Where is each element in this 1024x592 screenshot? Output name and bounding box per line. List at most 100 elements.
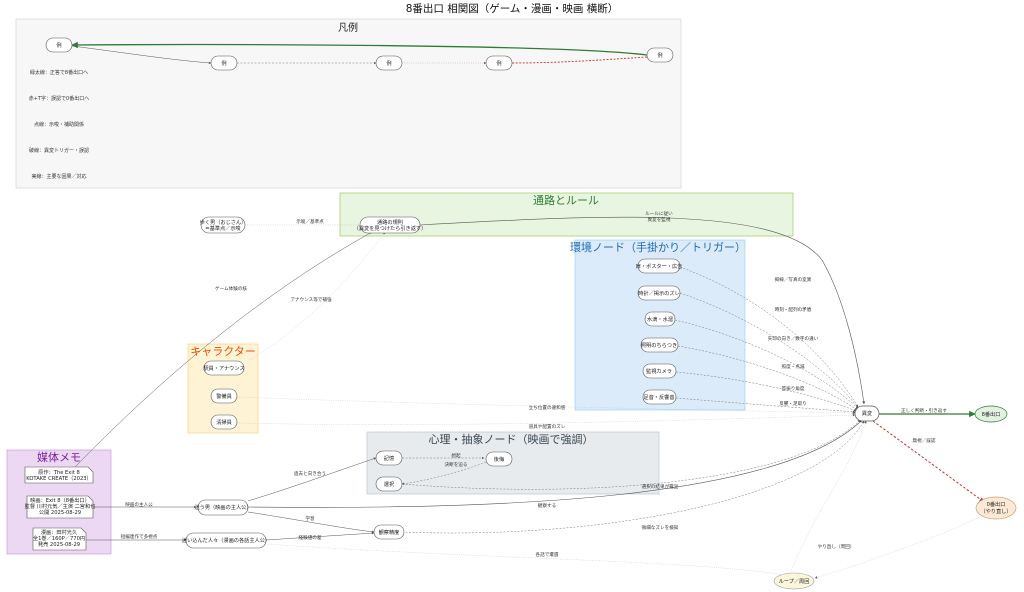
cluster-psychology-title: 心理・抽象ノード（映画で強調）	[429, 432, 594, 446]
legend-sample-node: 例	[210, 55, 238, 71]
edge-drip-anomaly	[674, 319, 859, 410]
node-anomaly[interactable]: 異変	[854, 405, 880, 422]
node-poster[interactable]: 扉・ポスター・広告	[636, 258, 683, 274]
edge-label: 照度・点滅	[782, 363, 805, 370]
node-exit8[interactable]: 8番出口	[974, 405, 1008, 423]
node-loop[interactable]: ループ／周回	[773, 572, 815, 590]
svg-text:警備員: 警備員	[216, 392, 232, 400]
legend-sample-node: 例	[375, 55, 403, 71]
edge-label: ルールに従い	[645, 210, 673, 217]
edge-label: 立ち位置の違和感	[529, 404, 566, 411]
edge-light-anomaly	[677, 345, 858, 411]
edge-label: 決断を迫る	[445, 461, 468, 468]
edge-label: 正しく判断・引き返す	[901, 407, 947, 414]
edge-label: アナウンス等で補強	[290, 296, 332, 303]
edge-label: 過去と向き合う	[294, 470, 326, 477]
svg-text:8番出口: 8番出口	[982, 410, 1001, 418]
edge-guard-anomaly	[236, 396, 856, 415]
svg-text:全1巻／160P／770円: 全1巻／160P／770円	[33, 534, 85, 542]
node-memory[interactable]: 記憶	[375, 450, 403, 466]
edge-poster-anomaly	[679, 266, 859, 408]
legend-sample-node: 例	[45, 37, 73, 53]
node-station-staff[interactable]: 駅員・アナウンス	[203, 360, 245, 376]
svg-text:例: 例	[56, 41, 61, 49]
legend-edge-solid	[71, 45, 212, 65]
node-camera[interactable]: 監視カメラ	[642, 363, 677, 379]
node-guard[interactable]: 警備員	[210, 388, 238, 404]
edge-lost-anomaly	[247, 419, 863, 508]
node-manga[interactable]: 漫画：田村光久 全1巻／160P／770円 発売 2025-08-29	[32, 527, 87, 551]
svg-text:選択: 選択	[384, 480, 395, 488]
svg-text:例: 例	[657, 51, 662, 59]
edge-label: 示唆／基準点	[296, 218, 324, 225]
edge-anomaly-exit0	[872, 420, 985, 503]
node-drip[interactable]: 水滴・水溜	[644, 311, 676, 327]
edge-camera-anomaly	[675, 371, 857, 412]
svg-text:迷う男（映画の主人公）: 迷う男（映画の主人公）	[194, 503, 251, 511]
svg-text:例: 例	[386, 59, 391, 67]
node-clock[interactable]: 時計／掲示のズレ	[637, 285, 681, 301]
svg-text:歩く男（おじさん）: 歩く男（おじさん）	[200, 218, 247, 226]
cluster-media-title: 媒体メモ	[37, 450, 81, 464]
legend-sample-node: 例	[485, 55, 513, 71]
svg-text:例: 例	[221, 59, 226, 67]
svg-text:扉・ポスター・広告: 扉・ポスター・広告	[636, 262, 683, 270]
svg-text:水滴・水溜: 水滴・水溜	[647, 315, 673, 323]
svg-text:例: 例	[496, 59, 501, 67]
node-observation[interactable]: 観察精度	[373, 524, 405, 540]
diagram-title: 8番出口 相関図（ゲーム・漫画・映画 横断）	[406, 2, 619, 15]
node-choice[interactable]: 選択	[375, 476, 403, 492]
svg-text:清掃員: 清掃員	[216, 418, 232, 426]
svg-text:足音・反響音: 足音・反響音	[643, 393, 674, 401]
edge-label: 掲線／写真の変異	[775, 276, 812, 283]
edge-rule-anomaly	[419, 216, 866, 405]
edge-cleaner-anomaly	[236, 413, 856, 425]
node-wanderer[interactable]: 迷い込んだ人々（漫画の各話主人公）	[182, 532, 270, 549]
edge-label: 想起	[451, 452, 461, 459]
edge-choice-anomaly	[401, 419, 861, 490]
edge-label: ゲーム体験の核	[215, 285, 247, 292]
node-cleaner[interactable]: 清掃員	[210, 414, 238, 430]
cluster-environment-title: 環境ノード（手掛かり／トリガー）	[570, 240, 746, 254]
edge-label: 時刻・配列の矛盾	[775, 306, 812, 313]
node-film[interactable]: 映画：Exit 8（8番出口） 監督 川村元気／主演 二宮和也 公開 2025-…	[25, 495, 96, 519]
legend: 凡例 例 例 例 例 例 緑太線：正答で8番出口へ 赤+T字：誤認で0番出口へ …	[15, 18, 682, 189]
legend-line-solid: 実線：主要な因果／対応	[31, 173, 86, 180]
svg-text:ループ／周回: ループ／周回	[779, 578, 810, 585]
nodes: 歩く男（おじさん） =基準点／示唆 通路の規則 （異変を見つけたら引き返す） 扉…	[24, 216, 1017, 590]
edge-label: 微細なズレを検知	[642, 524, 679, 531]
legend-line-dotted: 点線：示唆・補助関係	[34, 121, 84, 128]
svg-text:通路の規則: 通路の規則	[377, 218, 403, 226]
edge-original-rule	[74, 231, 373, 468]
svg-text:KOTAKE CREATE（2023）: KOTAKE CREATE（2023）	[26, 475, 92, 482]
svg-text:監督 川村元気／主演 二宮和也: 監督 川村元気／主演 二宮和也	[25, 502, 96, 510]
edge-label: 異変を監視	[648, 216, 671, 223]
node-exit0[interactable]: 0番出口 （やり直し）	[975, 496, 1017, 520]
node-regret[interactable]: 後悔	[485, 451, 513, 467]
svg-text:照明のちらつき: 照明のちらつき	[641, 342, 677, 349]
svg-text:観察精度: 観察精度	[379, 528, 400, 536]
edge-wanderer-observation	[265, 531, 375, 541]
svg-text:監視カメラ: 監視カメラ	[646, 367, 672, 375]
node-lost-man[interactable]: 迷う男（映画の主人公）	[194, 499, 252, 516]
svg-text:公開 2025-08-29: 公開 2025-08-29	[39, 509, 81, 516]
node-sound[interactable]: 足音・反響音	[642, 389, 677, 405]
edge-label: やり直し（周回）	[818, 543, 855, 550]
node-original[interactable]: 原作：The Exit 8 KOTAKE CREATE（2023）	[24, 466, 94, 484]
node-light[interactable]: 照明のちらつき	[640, 337, 679, 353]
legend-sample-node: 例	[646, 47, 674, 63]
legend-edge-green	[71, 41, 648, 56]
svg-text:後悔: 後悔	[494, 455, 504, 463]
node-old-man[interactable]: 歩く男（おじさん） =基準点／示唆	[200, 216, 247, 234]
edge-labels: 示唆／基準点 ルールに従い 異変を監視 ゲーム体験の核 アナウンス等で補強 掲線…	[121, 210, 948, 558]
svg-text:原作：The Exit 8: 原作：The Exit 8	[38, 468, 80, 476]
legend-line-green: 緑太線：正答で8番出口へ	[30, 69, 88, 76]
svg-text:迷い込んだ人々（漫画の各話主人公）: 迷い込んだ人々（漫画の各話主人公）	[182, 536, 270, 544]
edge-sound-anomaly	[675, 397, 856, 414]
edge-label: 反響・足取り	[779, 400, 807, 407]
svg-text:0番出口: 0番出口	[987, 500, 1006, 508]
cluster-characters-title: キャラクター	[190, 345, 256, 358]
edges	[74, 216, 986, 579]
node-passage-rule[interactable]: 通路の規則 （異変を見つけたら引き返す）	[354, 216, 427, 234]
